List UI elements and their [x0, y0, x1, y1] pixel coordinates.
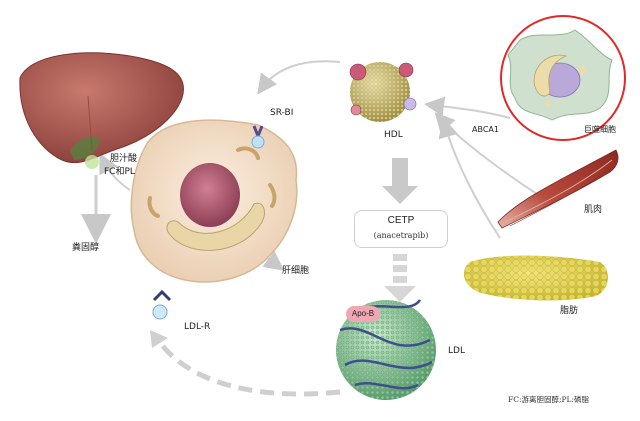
- label-muscle: 肌肉: [584, 205, 603, 215]
- label-ldl-r: LDL-R: [184, 322, 211, 332]
- muscle: [497, 149, 619, 229]
- hepatocyte-nucleus: [180, 163, 240, 227]
- label-macrophage: 巨噬细胞: [584, 125, 616, 134]
- label-bile-acid: 胆汁酸: [110, 154, 138, 164]
- label-apo-b: Apo-B: [346, 306, 380, 322]
- arrow-ldl-to-ldlr-head: [150, 330, 168, 348]
- label-cetp: CETP: [387, 215, 415, 226]
- bile-marker: [85, 155, 99, 169]
- hepatocyte-cell: [130, 119, 298, 283]
- arrow-ldl-to-ldlr: [155, 338, 341, 397]
- arrow-hdl-to-cetp: [382, 158, 418, 204]
- label-abca1: ABCA1: [472, 125, 499, 134]
- hepatocyte-er: [166, 202, 265, 251]
- arrow-cetp-to-ldl: [384, 254, 416, 302]
- label-ldl: LDL: [448, 346, 465, 356]
- label-sr-bi: SR-BI: [270, 108, 294, 118]
- footnote: FC:游离胆固醇;PL:磷脂: [508, 395, 590, 404]
- fat-tissue: [463, 255, 608, 301]
- macrophage: [500, 15, 626, 141]
- arrow-fat-to-hdl: [438, 117, 501, 239]
- liver: [19, 52, 184, 164]
- sr-bi-receptor: [251, 125, 265, 149]
- label-fc-pl: FC和PL: [104, 167, 135, 177]
- ldl-particle: [336, 299, 436, 400]
- label-fecal-sterol: 粪固醇: [72, 243, 100, 253]
- label-hepatocyte: 肝细胞: [282, 266, 310, 276]
- label-anacetrapib: (anacetrapib): [373, 231, 429, 240]
- transport-arrows: [81, 60, 541, 271]
- label-hdl: HDL: [384, 130, 403, 140]
- label-fat: 脂肪: [560, 306, 579, 316]
- arrow-hdl-to-srbi: [257, 60, 341, 95]
- arrow-macrophage-to-hdl: [424, 96, 511, 119]
- ldl-r-receptor: [152, 289, 172, 320]
- cetp-box: CETP (anacetrapib): [354, 210, 448, 248]
- arrow-hepatocyte-to-liver: [99, 152, 131, 191]
- hdl-particle: [349, 62, 417, 122]
